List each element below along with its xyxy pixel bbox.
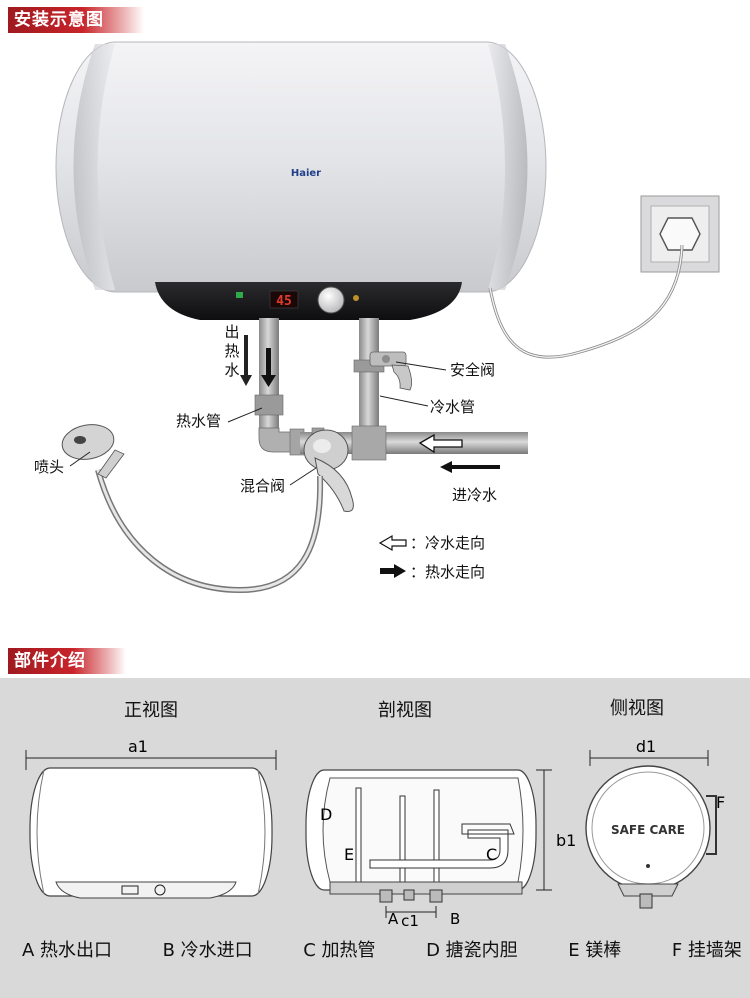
section-view-title: 剖视图 — [378, 700, 432, 721]
temperature-value: 45 — [276, 294, 292, 309]
parts-diagram: a1 — [25, 737, 725, 928]
hot-water-pipe — [254, 318, 305, 456]
dim-b1: b1 — [556, 831, 576, 850]
install-section-banner: 安装示意图 — [8, 7, 144, 33]
marker-C: C — [486, 845, 497, 864]
parts-panel: 正视图 剖视图 侧视图 a1 — [0, 678, 750, 998]
side-view: d1 SAFE CARE F — [585, 737, 725, 909]
label-mixing-valve: 混合阀 — [240, 477, 285, 495]
control-knob — [317, 286, 345, 314]
power-indicator — [236, 292, 243, 298]
legend-item-B: B 冷水进口 — [162, 940, 253, 961]
leader-lines — [69, 361, 447, 486]
front-view: a1 — [25, 737, 277, 899]
legend-item-C: C 加热管 — [303, 940, 376, 961]
legend-item-E: E 镁棒 — [568, 940, 622, 961]
marker-D: D — [320, 805, 332, 824]
hot-flow-legend-icon — [380, 564, 406, 578]
hot-out-arrow — [240, 335, 252, 386]
marker-B: B — [450, 910, 460, 928]
water-heater-tank: Haier — [55, 41, 547, 293]
cold-flow-arrow — [418, 433, 463, 454]
cold-flow-legend-icon — [378, 534, 407, 552]
legend-item-A: A 热水出口 — [22, 940, 113, 961]
hot-flow-arrow — [261, 348, 276, 387]
mixing-valve — [303, 429, 354, 512]
cold-inlet-arrow — [440, 461, 500, 473]
install-section-title: 安装示意图 — [14, 10, 104, 30]
marker-A: A — [388, 910, 399, 928]
control-panel: 45 — [155, 282, 462, 320]
marker-F: F — [716, 793, 725, 812]
legend-item-D: D 搪瓷内胆 — [426, 940, 518, 961]
label-hot-out-3: 水 — [224, 361, 239, 379]
label-hot-out-1: 出 — [224, 323, 239, 341]
parts-legend: A 热水出口 B 冷水进口 C 加热管 D 搪瓷内胆 E 镁棒 F 挂墙架 — [22, 936, 742, 962]
dim-c1: c1 — [401, 912, 419, 928]
install-diagram: Haier 45 — [34, 41, 720, 594]
dim-a1: a1 — [128, 737, 148, 756]
label-hot-out-2: 热 — [224, 342, 239, 360]
flow-legend: ：冷水走向 ：热水走向 — [378, 534, 485, 581]
wall-bracket — [706, 795, 717, 855]
section-view: b1 c1 D E C A B — [305, 769, 576, 928]
dim-d1: d1 — [636, 737, 656, 756]
temperature-display — [269, 290, 299, 309]
label-cold-pipe: 冷水管 — [430, 398, 475, 416]
legend-item-F: F 挂墙架 — [671, 940, 742, 961]
parts-section-banner: 部件介绍 — [8, 648, 126, 674]
side-badge: SAFE CARE — [611, 823, 685, 837]
cold-flow-legend-text: ：冷水走向 — [410, 534, 485, 552]
label-cold-in: 进冷水 — [452, 486, 497, 504]
brand-logo: Haier — [291, 168, 321, 179]
label-shower-head: 喷头 — [34, 458, 64, 476]
cold-water-pipe — [353, 318, 385, 442]
shower-head — [61, 424, 115, 460]
label-safety-valve: 安全阀 — [450, 361, 495, 379]
front-view-title: 正视图 — [124, 700, 178, 721]
side-view-title: 侧视图 — [610, 698, 664, 719]
label-hot-pipe: 热水管 — [176, 412, 221, 430]
parts-section-title: 部件介绍 — [14, 651, 86, 671]
hot-flow-legend-text: ：热水走向 — [410, 563, 485, 581]
shower-hose — [95, 449, 324, 594]
marker-E: E — [344, 845, 354, 864]
